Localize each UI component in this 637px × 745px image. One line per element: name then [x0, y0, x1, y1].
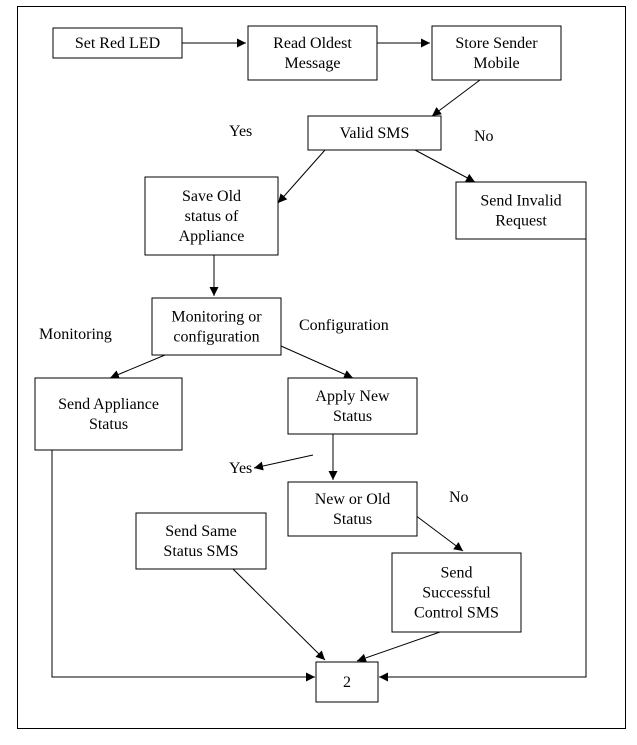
edge-monitor-to-appliance — [109, 354, 166, 379]
node-text-line: Apply New — [315, 388, 390, 405]
node-text-line: Save Old — [182, 188, 241, 205]
node-text-line: New or Old — [315, 491, 391, 508]
edge-store-to-valid — [431, 79, 481, 117]
node-text-line: Read Oldest — [273, 35, 352, 52]
label-valid-yes: Yes — [229, 123, 252, 140]
node-box — [287, 481, 418, 537]
node-text-line: Request — [495, 213, 547, 230]
node-text-line: 2 — [343, 674, 351, 691]
node-valid-sms: Valid SMS — [307, 115, 442, 151]
edge-successful-to-end — [356, 631, 441, 663]
node-text-line: Status SMS — [163, 543, 238, 560]
edge-yes-arrow — [253, 454, 314, 471]
edge-monitor-to-apply — [280, 345, 354, 379]
node-text-line: Status — [333, 511, 372, 528]
node-text-line: Send — [441, 565, 473, 582]
node-save-old-status: Save Old status of Appliance — [144, 176, 279, 256]
node-text-line: Successful — [422, 585, 491, 602]
node-text-line: configuration — [173, 329, 259, 346]
node-text-line: status of — [185, 208, 239, 225]
node-text-line: Send Appliance — [58, 396, 159, 413]
label-branch-configuration: Configuration — [299, 317, 389, 334]
node-text-line: Status — [333, 408, 372, 425]
label-valid-no: No — [474, 128, 494, 145]
edge-valid-to-save — [277, 149, 326, 204]
node-box — [34, 377, 183, 451]
node-box — [247, 25, 378, 81]
node-box — [431, 25, 562, 81]
node-text-line: Send Invalid — [480, 193, 561, 210]
edge-valid-to-invalid — [414, 149, 476, 183]
edge-appliance-to-end — [51, 450, 315, 682]
node-end-connector: 2 — [315, 661, 379, 703]
edge-invalid-to-end — [379, 239, 587, 682]
node-text-line: Store Sender — [455, 35, 538, 52]
label-status-yes: Yes — [229, 460, 252, 477]
node-box — [455, 181, 587, 240]
node-text-line: Monitoring or — [171, 309, 262, 326]
node-set-red-led: Set Red LED — [52, 27, 183, 59]
node-box — [315, 661, 379, 703]
node-text-line: Appliance — [179, 228, 245, 245]
node-text-line: Status — [89, 416, 128, 433]
node-text-line: Send Same — [165, 523, 237, 540]
edge-samestatus-to-end — [232, 568, 326, 661]
node-box — [391, 552, 522, 633]
node-box — [135, 512, 267, 570]
diagram-frame — [17, 6, 626, 729]
node-text-line: Set Red LED — [75, 35, 160, 52]
node-box — [144, 176, 279, 256]
edges — [51, 38, 587, 682]
node-box — [287, 377, 418, 435]
node-box — [307, 115, 442, 151]
edge-neworold-to-successful — [414, 514, 464, 552]
label-branch-monitoring: Monitoring — [39, 326, 112, 343]
node-box — [52, 27, 183, 59]
node-text-line: Mobile — [473, 55, 519, 72]
node-box — [151, 297, 282, 356]
node-text-line: Valid SMS — [340, 125, 410, 142]
node-text-line: Control SMS — [414, 605, 499, 622]
node-monitoring-or-configuration: Monitoring or configuration — [151, 297, 282, 356]
label-status-no: No — [449, 489, 469, 506]
node-text-line: Message — [285, 55, 341, 72]
